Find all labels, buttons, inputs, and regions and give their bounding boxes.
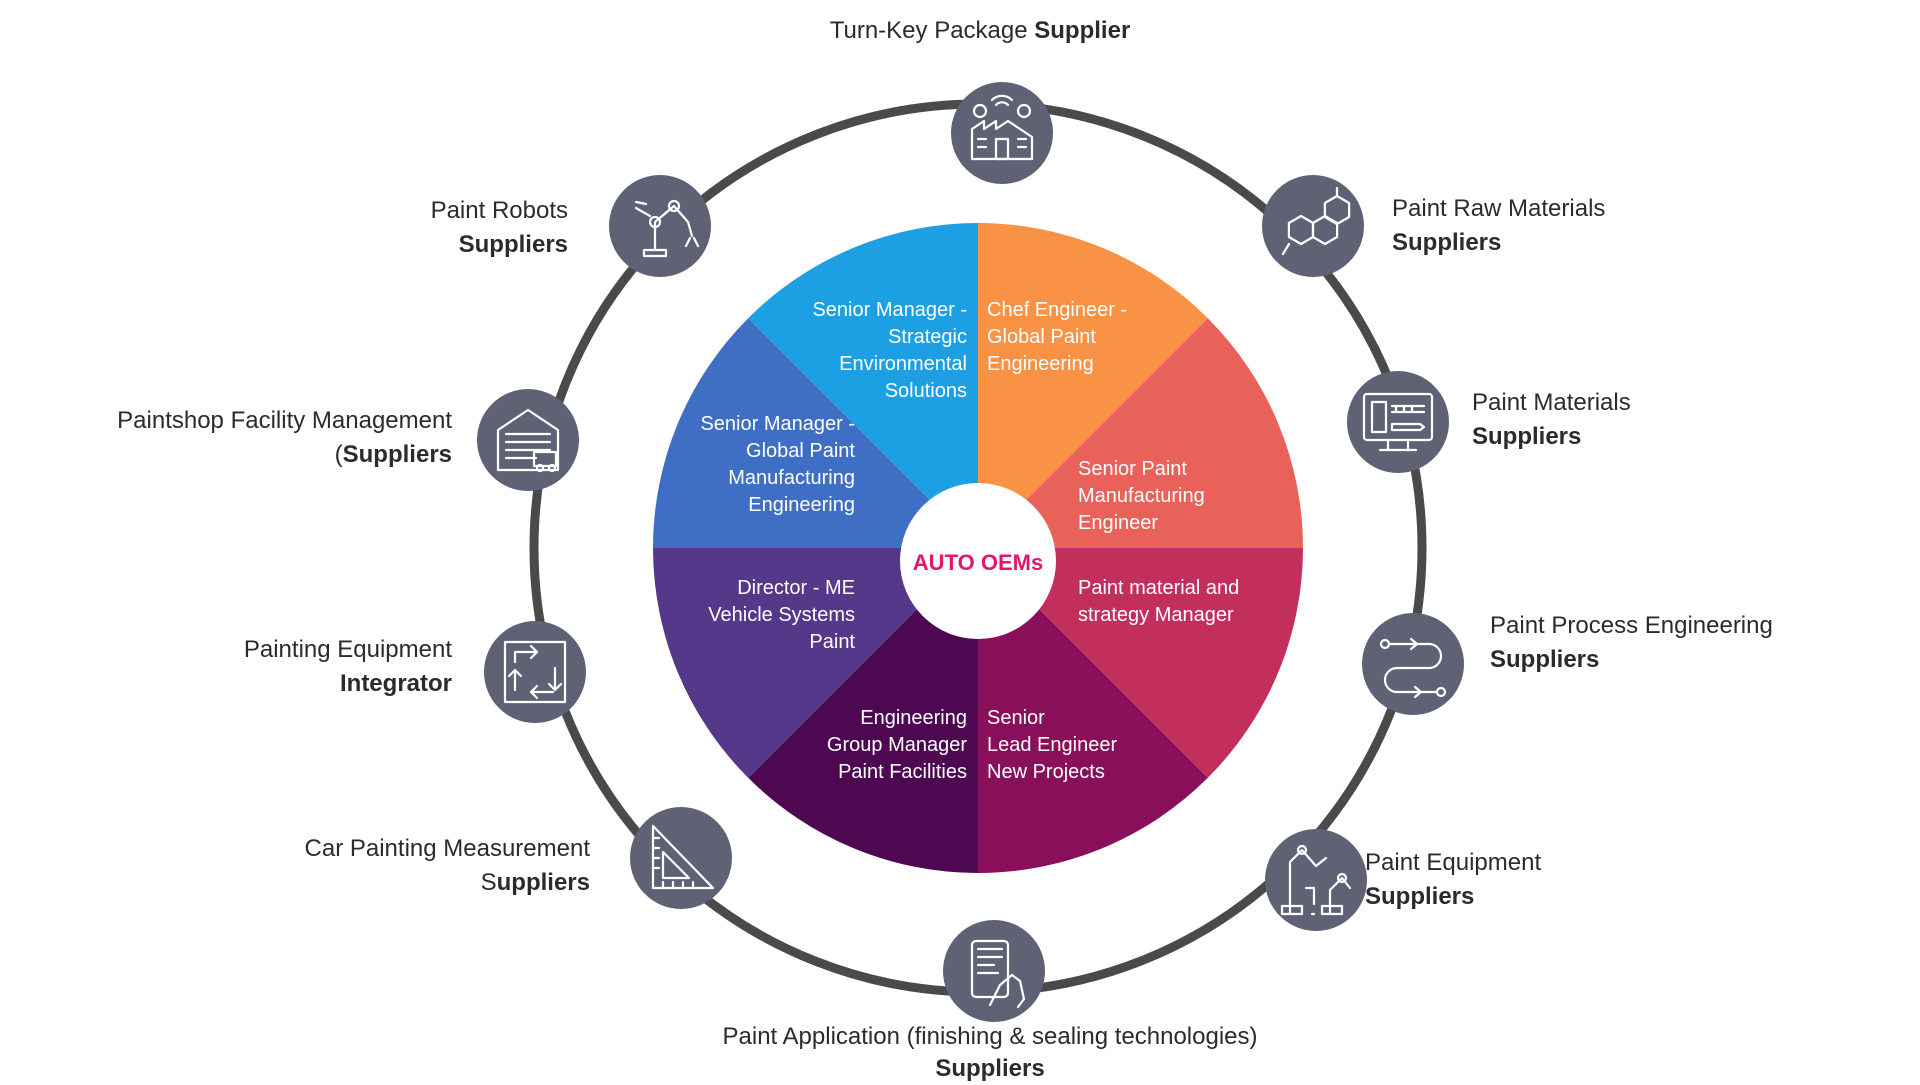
segment-label-line: Engineering xyxy=(987,353,1094,375)
wheel-segment xyxy=(653,548,978,778)
wheel-segment xyxy=(653,318,978,548)
segment-label-line: Global Paint xyxy=(746,440,855,462)
monitor-icon xyxy=(1362,392,1434,452)
set-square-icon xyxy=(651,824,715,890)
supplier-node-circle xyxy=(609,175,711,277)
node-label-measurement: Car Painting Measurement Suppliers xyxy=(304,835,590,896)
segment-label-line: Manufacturing xyxy=(1078,485,1205,507)
supplier-nodes xyxy=(477,82,1464,1022)
factory-icon xyxy=(970,94,1034,161)
segment-label-line: Senior Manager - xyxy=(700,413,855,435)
tablet-hand-icon xyxy=(970,939,1026,1009)
node-label-paint-robots: Paint Robots Suppliers xyxy=(430,197,568,258)
segment-label: Paint material and strategy Manager xyxy=(1078,577,1239,626)
robotic-arms-icon xyxy=(1280,844,1352,916)
supplier-node xyxy=(484,621,586,723)
segment-label-line: Engineering xyxy=(748,494,855,516)
center-hub xyxy=(900,483,1056,639)
supplier-node xyxy=(477,389,579,491)
node-label-paint-materials: Paint Materials Suppliers xyxy=(1472,389,1631,450)
supplier-node xyxy=(943,920,1045,1022)
supplier-node xyxy=(630,807,732,909)
supplier-node xyxy=(609,175,711,277)
node-label-paint-equipment: Paint Equipment Suppliers xyxy=(1365,849,1542,910)
segment-label-line: strategy Manager xyxy=(1078,604,1234,626)
supplier-node-circle xyxy=(1265,829,1367,931)
center-label: AUTO OEMs xyxy=(913,550,1043,575)
process-path-icon xyxy=(1379,637,1447,699)
segment-label-line: Engineering xyxy=(860,707,967,729)
supplier-node xyxy=(1262,175,1364,277)
supplier-node xyxy=(1362,613,1464,715)
supplier-node xyxy=(951,82,1053,184)
segment-label-line: Vehicle Systems xyxy=(708,604,855,626)
segment-label-line: Global Paint xyxy=(987,326,1096,348)
segment-label-line: Engineer xyxy=(1078,512,1158,534)
supplier-node xyxy=(1347,371,1449,473)
molecule-icon xyxy=(1281,186,1351,256)
node-label-turnkey: Turn-Key Package Supplier xyxy=(829,17,1131,44)
wheel-segment xyxy=(748,548,978,873)
robot-arm-icon xyxy=(634,199,700,258)
segment-label-line: Group Manager xyxy=(827,734,967,756)
segment-label-line: Lead Engineer xyxy=(987,734,1117,756)
node-label-raw-materials: Paint Raw Materials Suppliers xyxy=(1392,195,1606,256)
supplier-node-circle xyxy=(484,621,586,723)
segment-label-line: Paint material and xyxy=(1078,577,1239,599)
supplier-node xyxy=(1265,829,1367,931)
wheel-segment xyxy=(978,548,1303,778)
segment-label-line: Chef Engineer - xyxy=(987,299,1127,321)
warehouse-icon xyxy=(496,408,560,473)
wheel-segment xyxy=(978,548,1208,873)
segment-label-line: Director - ME xyxy=(737,577,855,599)
node-label-process-engineering: Paint Process Engineering Suppliers xyxy=(1490,612,1773,673)
node-label-integrator: Painting Equipment Integrator xyxy=(243,636,452,697)
supplier-node-circle xyxy=(1347,371,1449,473)
supplier-node-circle xyxy=(943,920,1045,1022)
oem-roles-wheel xyxy=(653,223,1303,873)
segment-label-line: Strategic xyxy=(888,326,967,348)
puzzle-arrows-icon xyxy=(503,640,567,704)
supplier-node-circle xyxy=(477,389,579,491)
segment-label-line: New Projects xyxy=(987,761,1105,783)
segment-label-line: Senior xyxy=(987,707,1045,729)
wheel-segment xyxy=(748,223,978,548)
supplier-node-circle xyxy=(951,82,1053,184)
segment-label-line: Environmental xyxy=(839,353,967,375)
supplier-node-circle xyxy=(1362,613,1464,715)
segment-label-line: Paint Facilities xyxy=(838,761,967,783)
segment-label-line: Solutions xyxy=(885,380,967,402)
node-label-paint-application: Paint Application (finishing & sealing t… xyxy=(722,1023,1258,1082)
node-label-facility-management: Paintshop Facility Management (Suppliers xyxy=(117,407,452,468)
supplier-node-circle xyxy=(630,807,732,909)
wheel-segment xyxy=(978,223,1208,548)
wheel-segment xyxy=(978,318,1303,548)
segment-label-line: Senior Manager - xyxy=(812,299,967,321)
segment-label-line: Manufacturing xyxy=(728,467,855,489)
segment-label-line: Senior Paint xyxy=(1078,458,1187,480)
segment-label-line: Paint xyxy=(809,631,855,653)
